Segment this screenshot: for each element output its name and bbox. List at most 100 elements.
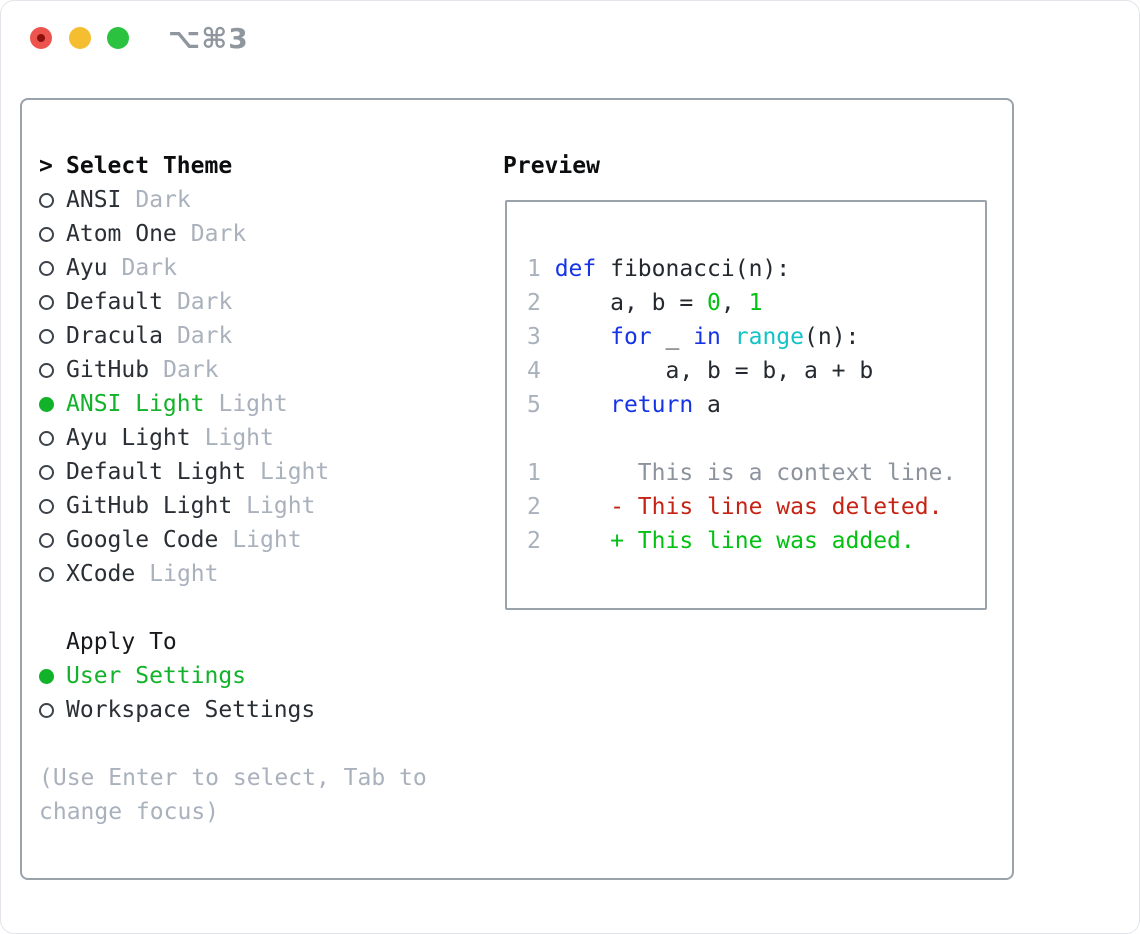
theme-item-default[interactable]: Default Dark <box>39 285 329 319</box>
code-segment: _ <box>651 324 694 350</box>
window-title-shortcut: ⌥⌘3 <box>168 22 249 55</box>
theme-item-github-light[interactable]: GitHub Light Light <box>39 489 329 523</box>
radio-icon <box>39 362 54 378</box>
theme-variant-tag: Light <box>149 561 219 587</box>
radio-icon <box>39 430 54 446</box>
code-segment: return <box>610 392 694 418</box>
code-segment: a <box>693 392 721 418</box>
theme-item-label: Default <box>66 289 163 315</box>
radio-icon <box>39 260 54 276</box>
diff-line-context: 1 This is a context line. <box>527 456 985 490</box>
code-segment: 0 <box>707 290 721 316</box>
theme-item-ayu[interactable]: Ayu Dark <box>39 251 329 285</box>
theme-item-ansi[interactable]: ANSI Dark <box>39 183 329 217</box>
theme-item-github[interactable]: GitHub Dark <box>39 353 329 387</box>
apply-option-label: User Settings <box>66 663 247 689</box>
diff-line-deleted: 2 - This line was deleted. <box>527 490 985 524</box>
line-number: 2 <box>527 290 555 316</box>
radio-icon <box>39 702 54 718</box>
code-segment: def <box>554 256 597 282</box>
theme-variant-tag: Light <box>246 493 316 519</box>
preview-title: Preview <box>503 153 600 179</box>
theme-item-label: ANSI Light <box>66 391 205 417</box>
code-segment: range <box>734 324 804 350</box>
radio-selected-icon <box>39 668 54 684</box>
close-button[interactable] <box>30 27 52 49</box>
theme-item-label: Ayu <box>66 255 108 281</box>
theme-variant-tag: Dark <box>163 357 219 383</box>
line-number: 3 <box>527 324 555 350</box>
theme-item-default-light[interactable]: Default Light Light <box>39 455 329 489</box>
select-theme-header: > Select Theme <box>39 149 232 183</box>
theme-variant-tag: Dark <box>176 289 233 315</box>
radio-icon <box>39 532 54 548</box>
radio-icon <box>39 464 54 480</box>
theme-item-ansi-light[interactable]: ANSI Light Light <box>39 387 329 421</box>
code-segment <box>555 392 610 418</box>
radio-icon <box>39 328 54 344</box>
theme-item-label: GitHub <box>66 357 150 383</box>
line-number: 1 <box>527 256 555 282</box>
theme-item-ayu-light[interactable]: Ayu Light Light <box>39 421 329 455</box>
theme-item-atom-one[interactable]: Atom One Dark <box>39 217 329 251</box>
theme-item-xcode[interactable]: XCode Light <box>39 557 329 591</box>
theme-item-label: Google Code <box>66 527 219 553</box>
theme-variant-tag: Dark <box>176 323 233 349</box>
diff-text: + This line was added. <box>554 528 915 554</box>
code-segment: a, b = <box>554 290 708 316</box>
apply-to-header: Apply To <box>39 625 177 659</box>
theme-variant-tag: Dark <box>190 221 247 247</box>
apply-option-label: Workspace Settings <box>66 697 316 723</box>
code-segment: for <box>610 324 652 350</box>
radio-icon <box>39 498 54 514</box>
theme-variant-tag: Light <box>232 527 302 553</box>
theme-item-label: Ayu Light <box>66 425 191 451</box>
theme-item-label: Default Light <box>66 459 247 485</box>
theme-variant-tag: Dark <box>135 187 191 213</box>
code-line: 4 a, b = b, a + b <box>527 354 985 388</box>
code-segment <box>721 324 735 350</box>
radio-icon <box>39 294 54 310</box>
code-segment: (n): <box>804 324 860 350</box>
theme-item-google-code[interactable]: Google Code Light <box>39 523 329 557</box>
line-number: 2 <box>527 494 555 520</box>
apply-option-workspace-settings[interactable]: Workspace Settings <box>39 693 315 727</box>
minimize-button[interactable] <box>69 27 91 49</box>
focus-cursor: > <box>39 153 53 179</box>
theme-variant-tag: Dark <box>121 255 177 281</box>
theme-item-label: GitHub Light <box>66 493 233 519</box>
select-theme-title: Select Theme <box>66 153 233 179</box>
diff-text: - This line was deleted. <box>554 494 943 520</box>
zoom-button[interactable] <box>107 27 129 49</box>
diff-text: This is a context line. <box>554 460 957 486</box>
code-line: 3 for _ in range(n): <box>527 320 985 354</box>
code-line: 2 a, b = 0, 1 <box>527 286 985 320</box>
radio-icon <box>39 566 54 582</box>
theme-variant-tag: Light <box>204 425 274 451</box>
apply-option-user-settings[interactable]: User Settings <box>39 659 315 693</box>
radio-selected-icon <box>39 396 54 412</box>
theme-item-dracula[interactable]: Dracula Dark <box>39 319 329 353</box>
code-line: 1 def fibonacci(n): <box>527 252 985 286</box>
line-number: 1 <box>527 460 555 486</box>
code-line: 5 return a <box>527 388 985 422</box>
theme-item-label: Dracula <box>66 323 163 349</box>
hint-text: (Use Enter to select, Tab to change focu… <box>39 765 427 825</box>
preview-separator <box>527 422 985 456</box>
theme-item-label: Atom One <box>66 221 177 247</box>
radio-icon <box>39 192 54 208</box>
theme-variant-tag: Light <box>218 391 288 417</box>
theme-variant-tag: Light <box>260 459 330 485</box>
line-number: 2 <box>527 528 555 554</box>
theme-item-label: ANSI <box>66 187 122 213</box>
code-segment: fibonacci(n): <box>596 256 791 282</box>
line-number: 4 <box>527 358 555 384</box>
diff-line-added: 2 + This line was added. <box>527 524 985 558</box>
code-segment <box>555 324 610 350</box>
close-dot-icon <box>37 34 45 42</box>
theme-item-label: XCode <box>66 561 136 587</box>
